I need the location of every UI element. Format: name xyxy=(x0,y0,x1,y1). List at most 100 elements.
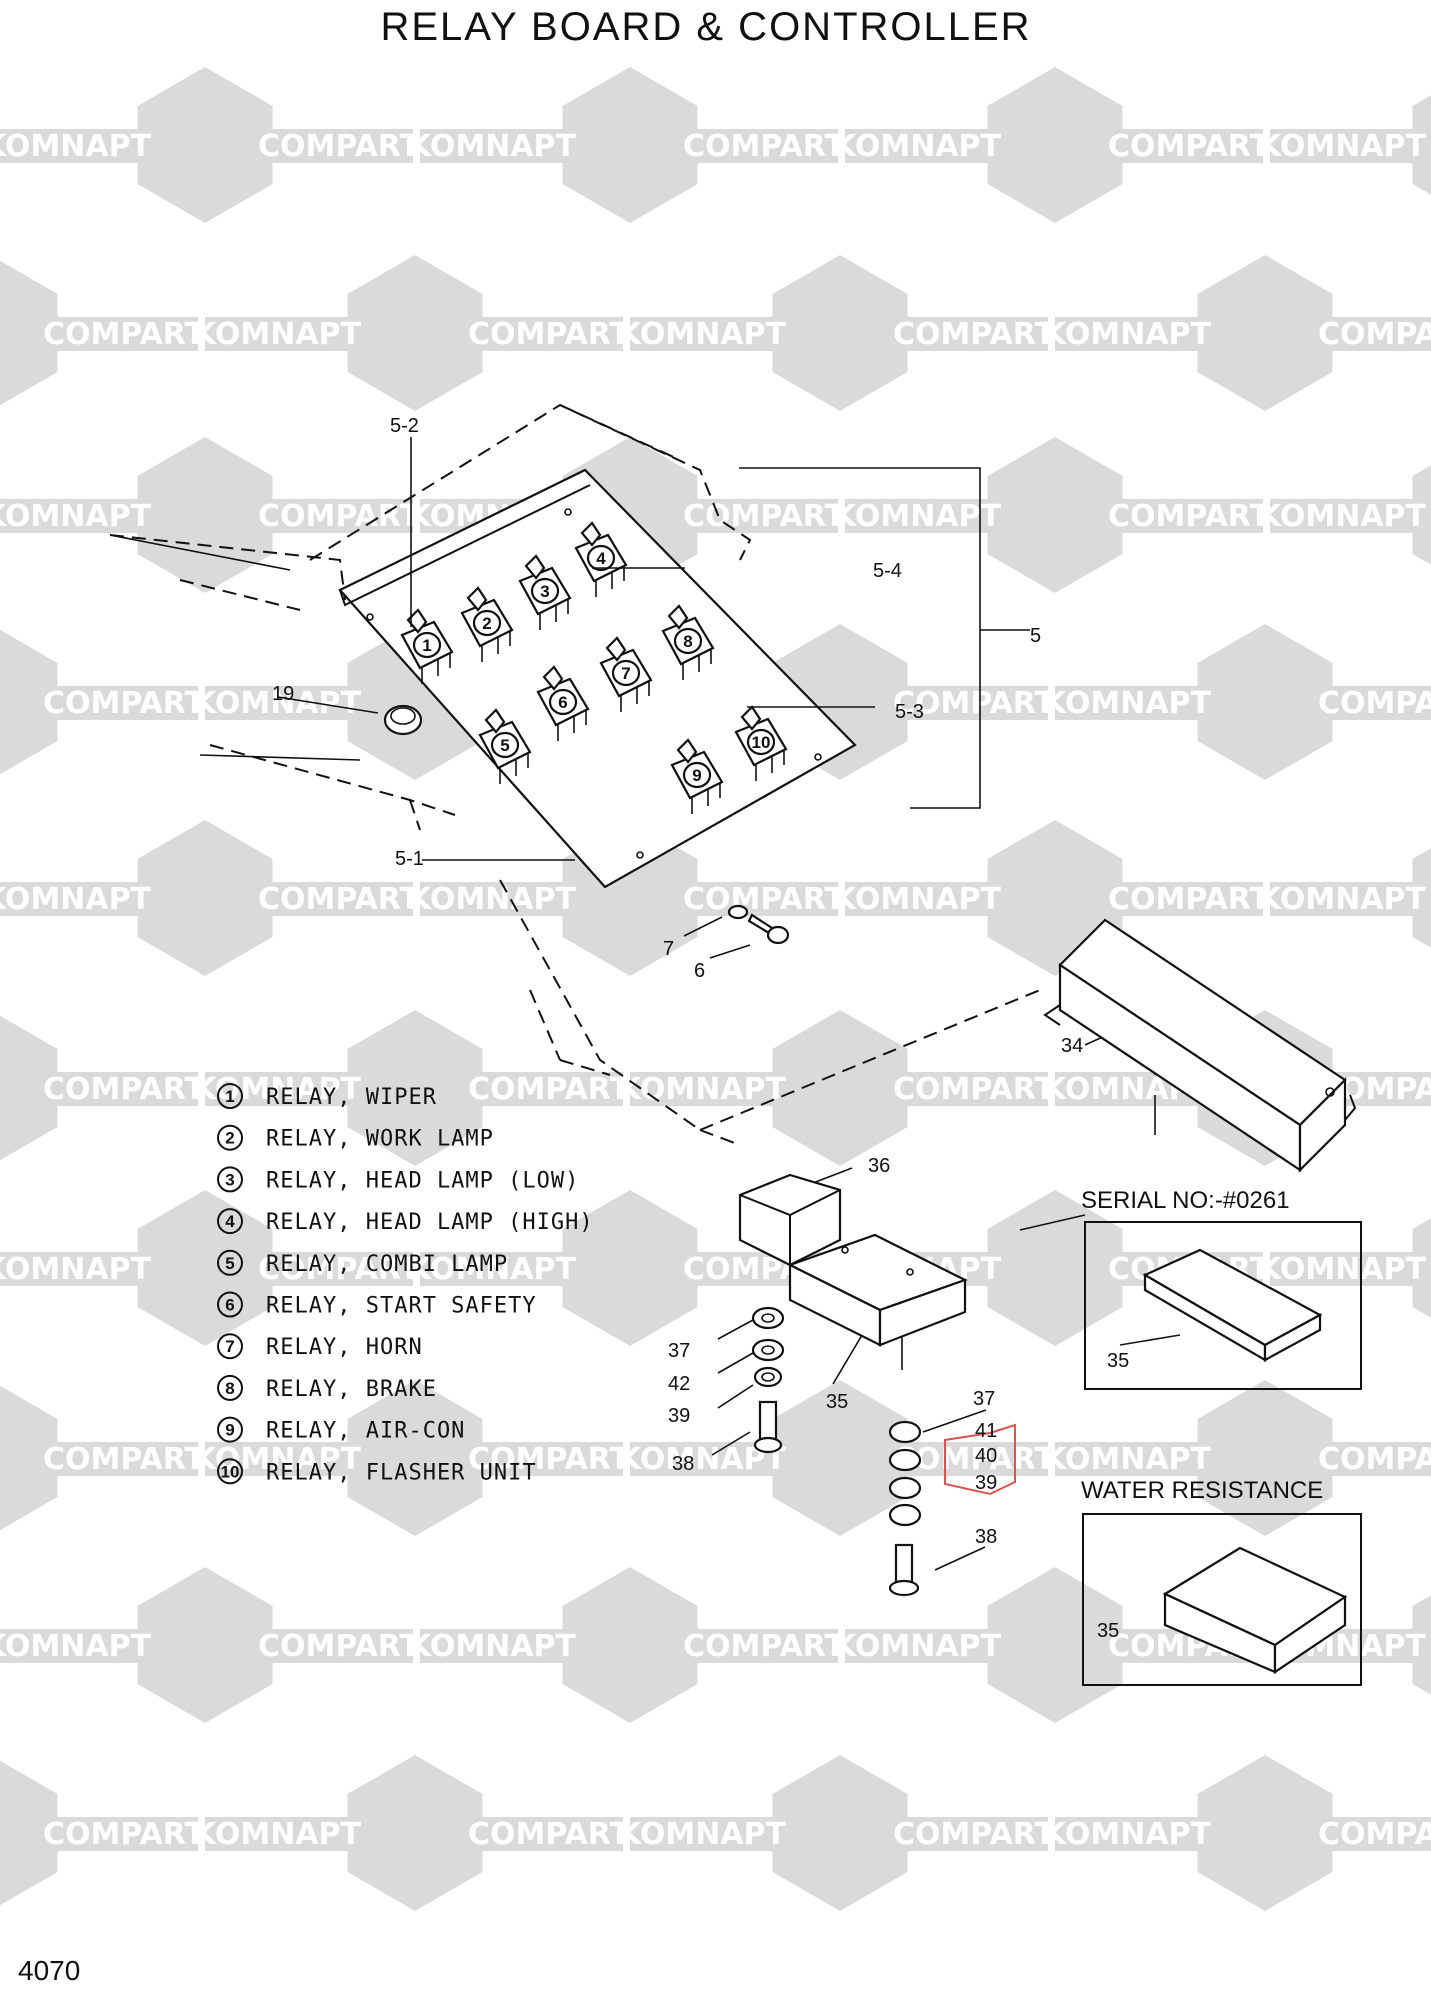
legend-text: RELAY, WORK LAMP xyxy=(266,1127,494,1152)
page-number: 4070 xyxy=(18,1955,80,1986)
leader-lines xyxy=(277,437,1181,1571)
legend-number-circle xyxy=(217,1124,243,1151)
callout-38-left: 38 xyxy=(672,1453,694,1475)
watermark-text-komnapt: KOMNAPT xyxy=(1043,686,1212,721)
watermark-text-compart: COMPART xyxy=(893,317,1056,352)
watermark-text-compart: COMPART xyxy=(1108,129,1271,164)
watermark-text-compart: COMPART xyxy=(258,499,421,534)
mount-stack-right xyxy=(888,1420,922,1597)
watermark-text-compart: COMPART xyxy=(43,1072,206,1107)
callout-41: 41 xyxy=(975,1420,997,1442)
bolt-6 xyxy=(747,913,790,945)
relay-10: 10 xyxy=(734,705,788,781)
callout-5: 5 xyxy=(1030,625,1041,647)
watermark-text-komnapt: KOMNAPT xyxy=(1258,1252,1427,1287)
callout-5-2: 5-2 xyxy=(390,415,419,437)
watermark-tile: KOMNAPT COMPART xyxy=(618,1755,1056,1911)
watermark-text-komnapt: KOMNAPT xyxy=(833,129,1002,164)
watermark-text-komnapt: KOMNAPT xyxy=(1043,317,1212,352)
callout-39-left: 39 xyxy=(668,1405,690,1427)
watermark-text-compart: COMPART xyxy=(468,1817,631,1852)
watermark-text-komnapt: KOMNAPT xyxy=(193,686,362,721)
legend-number: 9 xyxy=(225,1421,234,1440)
relay-number: 4 xyxy=(596,549,606,568)
relay-8: 8 xyxy=(661,604,715,680)
watermark-text-komnapt: KOMNAPT xyxy=(618,1072,787,1107)
watermark-tile: KOMNAPT COMPART xyxy=(1043,1380,1431,1536)
watermark-text-komnapt: KOMNAPT xyxy=(1258,499,1427,534)
callout-35: 35 xyxy=(826,1391,848,1413)
callout-5-4: 5-4 xyxy=(873,560,902,582)
legend-text: RELAY, BRAKE xyxy=(266,1377,437,1402)
relay-2: 2 xyxy=(460,586,514,662)
legend-number: 3 xyxy=(225,1170,234,1189)
watermark-text-compart: COMPART xyxy=(258,129,421,164)
watermark-text-compart: COMPART xyxy=(1318,317,1431,352)
watermark-text-compart: COMPART xyxy=(258,1629,421,1664)
relay-1: 1 xyxy=(400,608,454,684)
watermark-text-compart: COMPART xyxy=(1108,882,1271,917)
watermark-text-komnapt: KOMNAPT xyxy=(1043,1442,1212,1477)
legend-text: RELAY, WIPER xyxy=(266,1085,437,1110)
legend-text: RELAY, START SAFETY xyxy=(266,1294,537,1319)
relay-number: 2 xyxy=(482,614,491,633)
legend-text: RELAY, FLASHER UNIT xyxy=(266,1460,537,1485)
callout-40: 40 xyxy=(975,1445,997,1467)
watermark-text-compart: COMPART xyxy=(893,1817,1056,1852)
watermark-text-komnapt: KOMNAPT xyxy=(618,1817,787,1852)
watermark-text-komnapt: KOMNAPT xyxy=(833,499,1002,534)
water-box-part: 35 xyxy=(1097,1620,1119,1642)
watermark-tile: KOMNAPT COMPART xyxy=(0,820,421,976)
watermark-text-komnapt: KOMNAPT xyxy=(408,1252,577,1287)
watermark-text-compart: COMPART xyxy=(43,686,206,721)
callout-39-right: 39 xyxy=(975,1472,997,1494)
relay-number: 8 xyxy=(683,632,692,651)
watermark-text-compart: COMPART xyxy=(258,882,421,917)
watermark-text-compart: COMPART xyxy=(43,317,206,352)
legend-number-circle xyxy=(217,1374,243,1401)
watermark-text-komnapt: KOMNAPT xyxy=(1043,1817,1212,1852)
relay-3: 3 xyxy=(518,554,572,630)
watermark-text-compart: COMPART xyxy=(1318,1442,1431,1477)
watermark-tile: KOMNAPT COMPART xyxy=(833,67,1271,223)
watermark-text-komnapt: KOMNAPT xyxy=(1258,882,1427,917)
relay-4: 4 xyxy=(574,521,628,597)
watermark-tile: KOMNAPT COMPART xyxy=(1043,255,1431,411)
relay-6: 6 xyxy=(536,665,590,741)
watermark-text-komnapt: KOMNAPT xyxy=(408,1629,577,1664)
serial-box-part: 35 xyxy=(1107,1350,1129,1372)
watermark-text-komnapt: KOMNAPT xyxy=(1258,129,1427,164)
callout-5-1: 5-1 xyxy=(395,848,424,870)
watermark-text-komnapt: KOMNAPT xyxy=(0,1629,152,1664)
legend-number: 4 xyxy=(225,1212,235,1231)
watermark-text-compart: COMPART xyxy=(43,1442,206,1477)
relay-number: 7 xyxy=(621,664,630,683)
watermark-text-komnapt: KOMNAPT xyxy=(0,1252,152,1287)
watermark-text-komnapt: KOMNAPT xyxy=(0,882,152,917)
callout-38-right: 38 xyxy=(975,1526,997,1548)
watermark-tile: KOMNAPT COMPART xyxy=(0,1567,421,1723)
callout-19: 19 xyxy=(272,683,294,705)
legend-number: 5 xyxy=(225,1254,234,1273)
watermark-text-komnapt: KOMNAPT xyxy=(833,1629,1002,1664)
watermark-text-komnapt: KOMNAPT xyxy=(0,129,152,164)
